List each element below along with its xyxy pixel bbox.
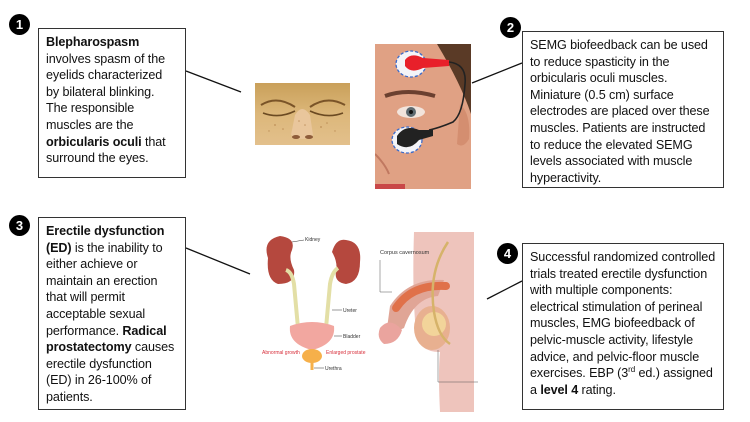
closed-eyes-photo bbox=[255, 83, 350, 145]
label-urethra: Urethra bbox=[325, 366, 342, 372]
panel-2-textbox: SEMG biofeedback can be used to reduce s… bbox=[522, 31, 724, 188]
panel-4-textbox: Successful randomized controlled trials … bbox=[522, 243, 724, 410]
panel-3-textbox: Erectile dysfunction (ED) is the inabili… bbox=[38, 217, 186, 410]
label-corpus-cavernosum: Corpus cavernosum bbox=[380, 250, 430, 256]
urinary-tract-illustration: Kidney Ureter Bladder Abnormal growth En… bbox=[262, 236, 366, 372]
body-text: Successful randomized controlled trials … bbox=[530, 250, 716, 381]
label-bladder: Bladder bbox=[343, 334, 361, 340]
label-abnormal-growth: Abnormal growth bbox=[262, 350, 300, 356]
panel-4-number-badge: 4 bbox=[497, 243, 518, 264]
panel-1-number-badge: 1 bbox=[9, 14, 30, 35]
connector-2 bbox=[471, 62, 523, 84]
panel-2-number-badge: 2 bbox=[500, 17, 521, 38]
emphasized-text: orbicularis oculi bbox=[46, 134, 142, 149]
panel-1-textbox: Blepharospasm involves spasm of the eyel… bbox=[38, 28, 186, 178]
red-electrode-clip bbox=[405, 55, 449, 71]
body-text: is the inability to either achieve or ma… bbox=[46, 240, 163, 338]
label-kidney: Kidney bbox=[305, 237, 321, 243]
emphasized-text: Blepharospasm bbox=[46, 35, 140, 49]
body-text: that surround the eyes. bbox=[46, 134, 166, 166]
connector-4 bbox=[486, 280, 523, 300]
male-anatomy-illustration: Corpus cavernosum bbox=[378, 232, 478, 412]
body-text: ed.) assigned a bbox=[530, 366, 713, 397]
connector-1 bbox=[185, 70, 242, 93]
body-text: involves spasm of the eyelids characteri… bbox=[46, 51, 165, 132]
superscript-text: rd bbox=[628, 364, 636, 374]
connector-3 bbox=[185, 247, 251, 275]
emphasized-text: Radical prostatectomy bbox=[46, 323, 167, 355]
face-with-electrodes-photo bbox=[375, 44, 471, 189]
label-ureter: Ureter bbox=[343, 308, 357, 314]
emphasized-text: level 4 bbox=[540, 382, 579, 397]
label-enlarged-prostate: Enlarged prostate bbox=[326, 350, 366, 356]
panel-3-number-badge: 3 bbox=[9, 215, 30, 236]
body-text: rating. bbox=[578, 382, 616, 397]
emphasized-text: Erectile dysfunction (ED) bbox=[46, 224, 165, 255]
body-text: causes erectile dysfunction (ED) in 26-1… bbox=[46, 340, 175, 404]
black-electrode-clip bbox=[397, 128, 433, 148]
body-text: SEMG biofeedback can be used to reduce s… bbox=[530, 38, 710, 185]
